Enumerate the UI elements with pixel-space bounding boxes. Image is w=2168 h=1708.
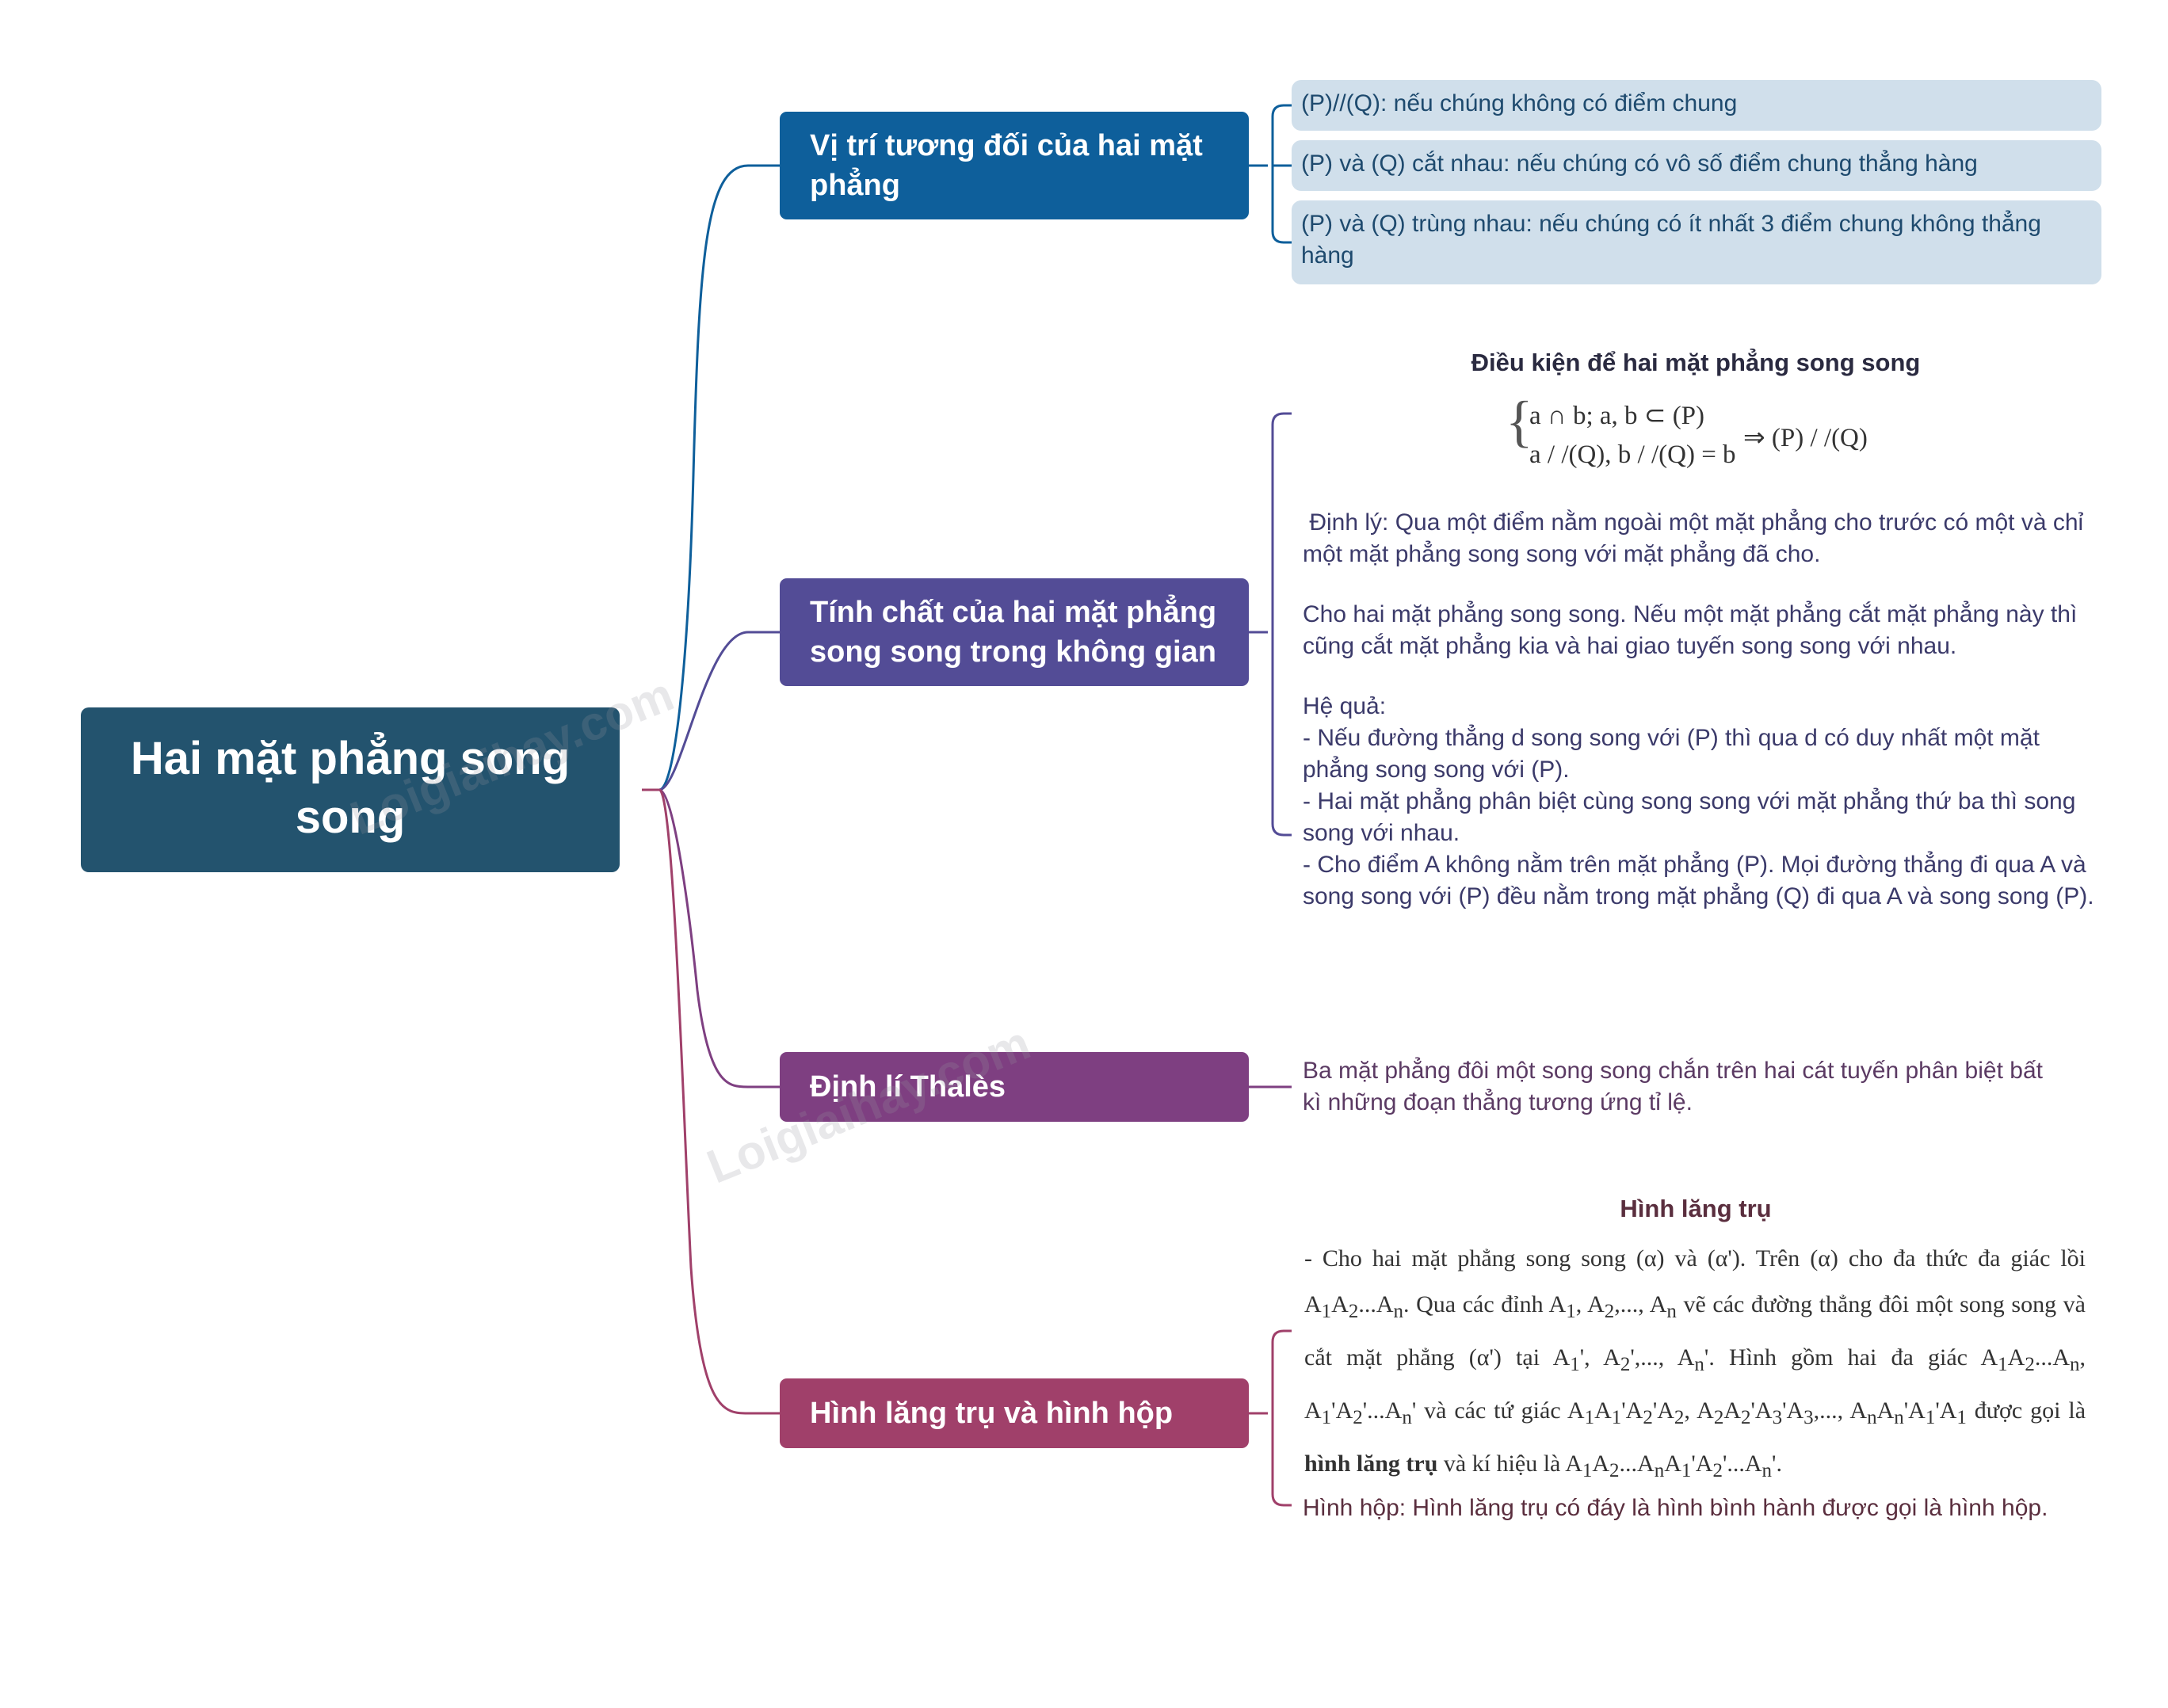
corollary-title: Hệ quả: (1303, 693, 1387, 719)
thales-text: Ba mặt phẳng đôi một song song chắn trên… (1303, 1058, 2043, 1115)
branch-label: Vị trí tương đối của hai mặt phẳng (810, 129, 1203, 202)
formula-line-1: a ∩ b; a, b ⊂ (P) (1529, 402, 1705, 430)
link-root-branch2 (642, 631, 780, 791)
branch-thales-theorem[interactable]: Định lí Thalès (780, 1052, 1249, 1122)
corollary-item: - Cho điểm A không nằm trên mặt phẳng (P… (1303, 852, 2094, 909)
bracket-branch2 (1249, 412, 1292, 837)
theorem-text: Định lý: Qua một điểm nằm ngoài một mặt … (1303, 509, 2090, 567)
bracket-branch4 (1249, 1329, 1292, 1507)
branch-parallel-properties[interactable]: Tính chất của hai mặt phẳng song song tr… (780, 578, 1249, 686)
formula-result: ⇒ (P) / /(Q) (1743, 424, 1868, 452)
root-topic[interactable]: Hai mặt phẳng song song (81, 707, 620, 872)
link-root-branch4 (642, 788, 780, 1415)
parallelepiped-text: Hình hộp: Hình lăng trụ có đáy là hình b… (1303, 1495, 2048, 1521)
brace-icon: { (1506, 390, 1533, 453)
corollary-item: - Nếu đường thẳng d song song với (P) th… (1303, 725, 2040, 783)
branch-prism-parallelepiped[interactable]: Hình lăng trụ và hình hộp (780, 1378, 1249, 1448)
branch-label: Hình lăng trụ và hình hộp (810, 1397, 1174, 1430)
branch-label: Định lí Thalès (810, 1070, 1006, 1104)
corollary-item: - Hai mặt phẳng phân biệt cùng song song… (1303, 788, 2076, 846)
property-text: Cho hai mặt phẳng song song. Nếu một mặt… (1303, 601, 2078, 659)
subtopic-coinciding[interactable]: (P) và (Q) trùng nhau: nếu chúng có ít n… (1292, 200, 2101, 284)
subtopic-intersecting[interactable]: (P) và (Q) cắt nhau: nếu chúng có vô số … (1292, 140, 2101, 191)
bracket-branch1 (1249, 104, 1292, 244)
subtopic-parallel[interactable]: (P)//(Q): nếu chúng không có điểm chung (1292, 80, 2101, 131)
prism-definition: - Cho hai mặt phẳng song song (α) và (α'… (1304, 1245, 2086, 1481)
parallel-condition-heading: Điều kiện để hai mặt phẳng song song (1471, 349, 1921, 376)
link-root-branch3 (642, 788, 780, 1088)
formula-line-2: a / /(Q), b / /(Q) = b (1529, 440, 1736, 469)
prism-heading: Hình lăng trụ (1620, 1195, 1772, 1222)
branch-relative-position[interactable]: Vị trí tương đối của hai mặt phẳng (780, 112, 1249, 219)
link-root-branch1 (642, 164, 780, 791)
branch-label: Tính chất của hai mặt phẳng song song tr… (810, 596, 1217, 669)
